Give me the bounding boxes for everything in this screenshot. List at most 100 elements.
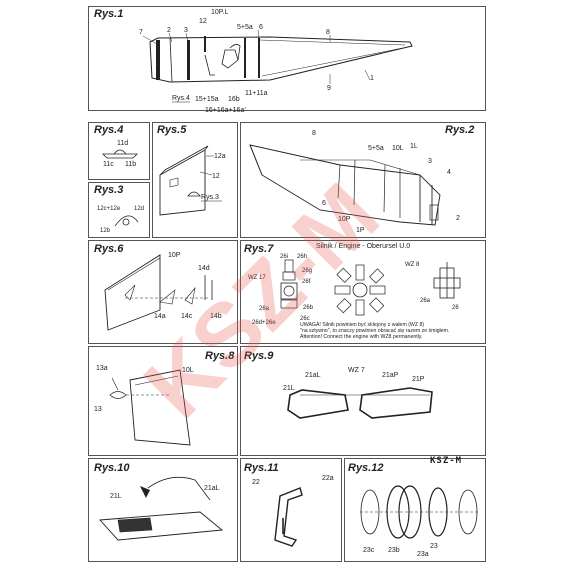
- figure-title: Rys.2: [445, 124, 475, 136]
- figure-rys9: [240, 346, 486, 456]
- label-rys3: Rys.3: [201, 194, 219, 201]
- label-14b: 14b: [210, 313, 222, 320]
- label-21l: 21L: [283, 385, 295, 392]
- label-wz17: WZ 17: [248, 275, 266, 281]
- label-3: 3: [428, 158, 432, 165]
- figure-title: Rys.1: [94, 8, 124, 20]
- label-5: 5+5a: [237, 24, 253, 31]
- label-26a-right: 26a: [420, 298, 431, 304]
- label-11: 11+11a: [245, 90, 268, 97]
- label-10p: 10P: [168, 252, 181, 259]
- label-13: 13: [94, 406, 102, 413]
- label-7: 7: [139, 29, 143, 36]
- figure-rys8: [88, 346, 238, 456]
- label-4: 4: [447, 169, 451, 176]
- label-23: 23: [430, 543, 438, 550]
- figure-rys4: [88, 122, 150, 180]
- label-26g: 26g: [302, 268, 312, 274]
- figure-rys6: [88, 240, 238, 344]
- figure-title: Rys.8: [205, 350, 235, 362]
- label-10l: 10L: [182, 367, 194, 374]
- note-line: Attention! Connect the engine with WZ8 p…: [300, 334, 423, 340]
- label-11c: 11c: [103, 161, 114, 168]
- figure-title: Rys.4: [94, 124, 124, 136]
- label-13a: 13a: [96, 365, 108, 372]
- label-26: 26: [452, 305, 459, 311]
- label-21al: 21aL: [204, 485, 220, 492]
- label-26f: 26f: [302, 279, 311, 285]
- label-21al: 21aL: [305, 372, 321, 379]
- note-line: UWAGA! Silnik powinien być sklejony z wa…: [300, 322, 425, 328]
- label-26i: 26i: [280, 254, 288, 260]
- label-10l: 10L: [392, 145, 404, 152]
- label-21ap: 21aP: [382, 372, 399, 379]
- figure-rys1: [88, 6, 486, 111]
- label-3: 3: [184, 27, 188, 34]
- label-22: 22: [252, 479, 260, 486]
- figure-title: Rys.5: [157, 124, 187, 136]
- label-12: 12: [199, 18, 207, 25]
- label-26a: 26a: [259, 306, 270, 312]
- label-2: 2: [167, 27, 171, 34]
- label-21l: 21L: [110, 493, 122, 500]
- label-14c: 14c: [181, 313, 193, 320]
- label-8: 8: [312, 130, 316, 137]
- figure-title: Rys.3: [94, 184, 124, 196]
- label-12c: 12c+12e: [97, 206, 121, 212]
- figure-rys11: [240, 458, 342, 562]
- label-16: 16+16a+16a': [205, 107, 246, 114]
- label-rys4: Rys.4: [172, 95, 190, 102]
- label-10pl: 10P.L: [211, 9, 228, 16]
- label-9: 9: [327, 85, 331, 92]
- figure-title: Rys.9: [244, 350, 274, 362]
- label-11d: 11d: [117, 140, 128, 147]
- figure-rys12: [344, 458, 486, 562]
- figure-title: Rys.11: [244, 462, 279, 474]
- label-14d: 14d: [198, 265, 210, 272]
- label-12a: 12a: [214, 153, 226, 160]
- figure-title: Rys.7: [244, 243, 274, 255]
- label-wz8: WZ 8: [405, 262, 420, 268]
- label-26b: 26b: [303, 305, 314, 311]
- figure-rys2: [240, 122, 486, 238]
- label-15: 15+15a: [195, 96, 219, 103]
- label-5: 5+5a: [368, 145, 384, 152]
- label-12b: 12b: [100, 228, 111, 234]
- logo-text: KSZ-M: [430, 456, 463, 466]
- note-line: "na sztywno", to znaczy powinien obracać…: [300, 328, 450, 334]
- figure-rys5: [152, 122, 238, 238]
- label-1: 1: [370, 75, 374, 82]
- label-26d-26e: 26d+26e: [252, 320, 276, 326]
- label-12: 12: [212, 173, 220, 180]
- label-12d: 12d: [134, 206, 144, 212]
- label-wz7: WZ 7: [348, 367, 365, 374]
- label-10p: 10P: [338, 216, 351, 223]
- label-26c: 26c: [300, 316, 310, 322]
- subtitle: Silnik / Engine - Oberursel U.0: [316, 243, 410, 250]
- label-1l: 1L: [410, 143, 418, 150]
- figure-title: Rys.12: [348, 462, 384, 474]
- label-23a: 23a: [417, 551, 429, 558]
- label-6: 6: [259, 24, 263, 31]
- label-11b: 11b: [125, 161, 136, 168]
- label-16b: 16b: [228, 96, 240, 103]
- label-14a: 14a: [154, 313, 166, 320]
- figure-title: Rys.6: [94, 243, 124, 255]
- figure-rys10: [88, 458, 238, 562]
- label-21p: 21P: [412, 376, 425, 383]
- figure-title: Rys.10: [94, 462, 130, 474]
- label-8: 8: [326, 29, 330, 36]
- engine-note: UWAGA! Silnik powinien być sklejony z wa…: [300, 322, 484, 340]
